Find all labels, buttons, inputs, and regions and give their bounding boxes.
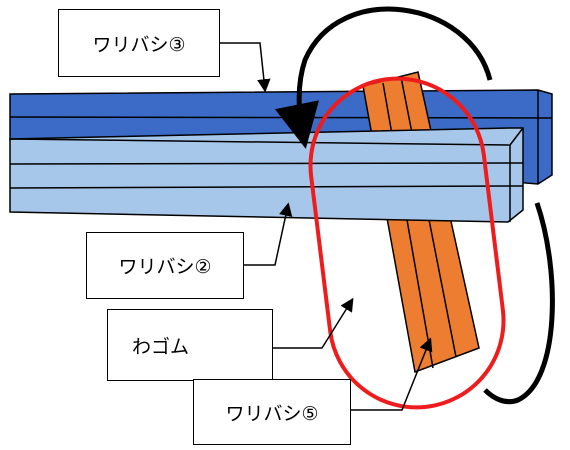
wrap-arrow-bottom	[483, 202, 555, 405]
label-chopstick-3: ワリバシ③	[58, 9, 220, 77]
wrap-arrow-top	[274, 6, 493, 149]
label-chopstick-5: ワリバシ⑤	[193, 379, 351, 445]
label-chopstick-2: ワリバシ②	[86, 232, 244, 299]
label-rubber-band: わゴム	[107, 309, 273, 381]
leader-lines	[220, 42, 433, 411]
chopstick-2	[9, 127, 524, 223]
rubber-band-loop	[308, 76, 506, 410]
